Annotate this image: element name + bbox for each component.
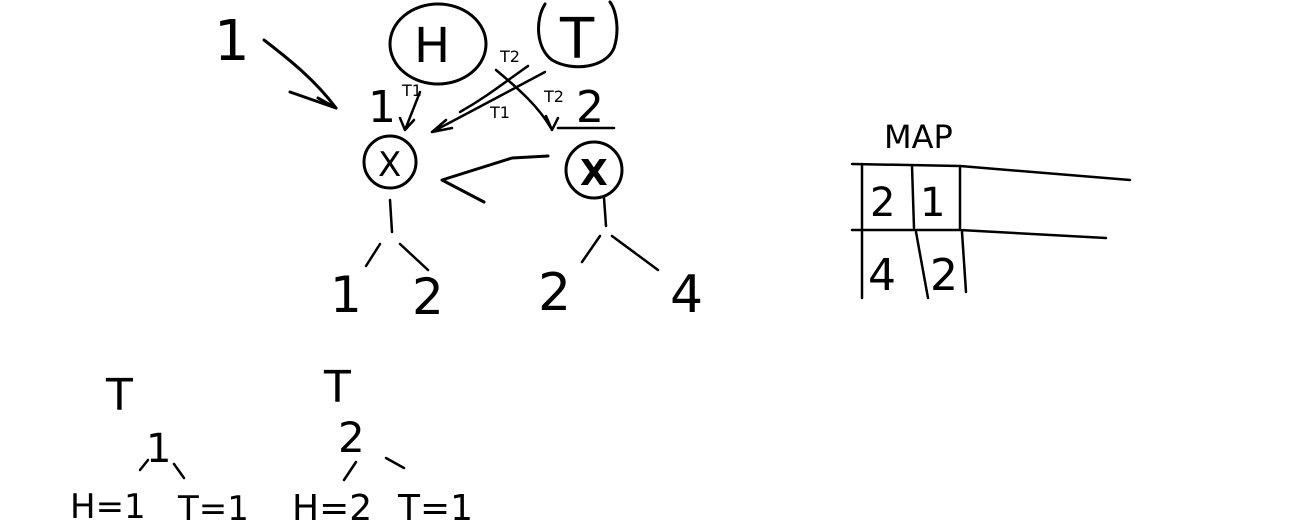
top-one-label: 1 [214, 9, 250, 74]
tree1-left: H=1 [70, 487, 146, 526]
left-node-label: 1 [368, 82, 396, 133]
left-node-symbol: X [378, 145, 401, 185]
left-node-stem [364, 198, 430, 272]
left-node-circle [362, 134, 418, 190]
head-circle [388, 2, 488, 86]
map-row2-b: 2 [930, 250, 958, 301]
map-title: MAP [884, 118, 953, 156]
left-child-b: 2 [412, 268, 444, 326]
map-row2-a: 4 [868, 250, 896, 301]
tree2-edges [342, 456, 406, 482]
tree2-left: H=2 [292, 488, 372, 526]
map-grid [850, 162, 1132, 300]
right-node-circle [564, 140, 624, 200]
left-child-a: 1 [330, 266, 362, 324]
arrow-t1-mid [458, 64, 530, 114]
head-label: H [414, 18, 450, 74]
tree2-root: T [323, 362, 351, 413]
right-node-stem [580, 196, 660, 272]
map-row1-b: 1 [920, 180, 945, 226]
right-node-symbol: X [580, 153, 608, 194]
arrow-t-to-left [430, 70, 547, 134]
tree1-right: T=1 [177, 489, 249, 526]
t2-upper-label: T2 [499, 47, 520, 66]
tail-circle [537, 0, 619, 69]
right-child-b: 4 [670, 265, 703, 325]
tail-label: T [559, 7, 595, 72]
t1-left-label: T1 [401, 81, 422, 100]
tree2-right: T=1 [397, 488, 473, 526]
tree1-edges [138, 458, 186, 480]
right-child-a: 2 [538, 263, 571, 323]
arrow-top-one [262, 38, 338, 110]
right-node-label: 2 [576, 82, 604, 133]
arrow-h-to-left [398, 90, 422, 132]
tree2-value: 2 [338, 413, 365, 462]
arrow-right-to-left-node [440, 154, 550, 204]
tree1-root: T [105, 370, 133, 421]
tree1-value: 1 [146, 426, 171, 472]
map-row1-a: 2 [870, 180, 895, 226]
arrow-to-right-node [494, 68, 560, 132]
t1-mid-label: T1 [489, 103, 510, 122]
t2-right-label: T2 [543, 87, 564, 106]
